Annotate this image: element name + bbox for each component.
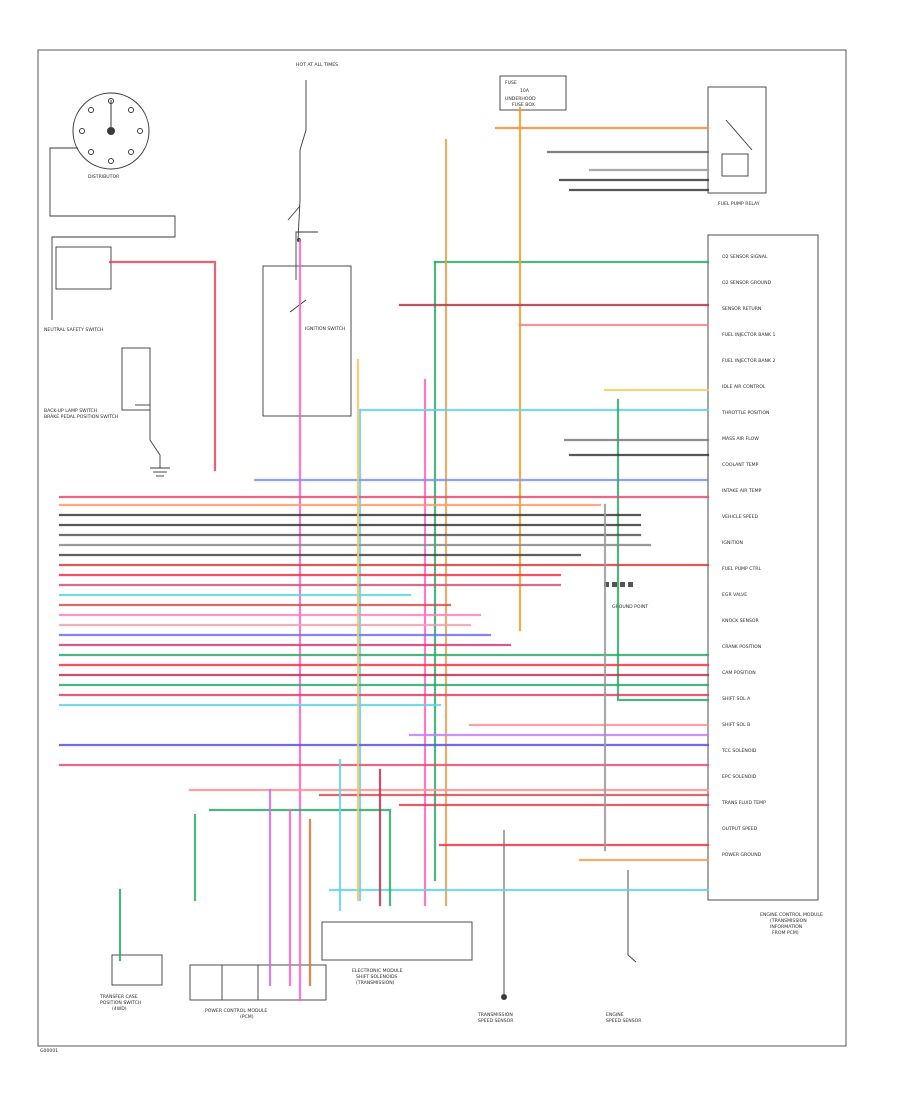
fuse-panel: FUSE 10A UNDERHOOD FUSE BOX: [499, 75, 567, 111]
power-control-module: POWER CONTROL MODULE (PCM): [189, 964, 327, 1020]
ground-point-label: GROUND POINT: [612, 604, 648, 610]
pcm-pin-label: IGNITION: [722, 540, 743, 546]
pcm-pin-label: COOLANT TEMP: [722, 462, 759, 468]
pcm-pin-label: CRANK POSITION: [722, 644, 761, 650]
left-label-backup: BACK-UP LAMP SWITCH: [44, 408, 97, 414]
left-sensor-block: NEUTRAL SAFETY SWITCH BACK-UP LAMP SWITC…: [44, 246, 170, 477]
pcm-label-1: ENGINE CONTROL MODULE: [760, 912, 823, 918]
pcm-pin-label: SHIFT SOL A: [722, 696, 751, 702]
pcm-pin-label: FUEL INJECTOR BANK 2: [722, 358, 775, 364]
pcm-pin-label: SHIFT SOL B: [722, 722, 750, 728]
pcm-pin-label: TCC SOLENOID: [721, 748, 757, 754]
pcm-pin-label: EGR VALVE: [722, 592, 747, 598]
ignition-switch-label: IGNITION SWITCH: [305, 326, 345, 332]
pcm-pin-label: THROTTLE POSITION: [721, 410, 769, 416]
pcm-pin-label: POWER GROUND: [722, 852, 762, 858]
pcm-pin-label: TRANS FLUID TEMP: [721, 800, 766, 806]
transmission-sensor: TRANSMISSION SPEED SENSOR: [477, 830, 514, 1024]
electronic-module-label-2: SHIFT SOLENOIDS: [356, 974, 397, 980]
pcm-pin-label: FUEL INJECTOR BANK 1: [722, 332, 775, 338]
engine-sensor-label-2: SPEED SENSOR: [606, 1018, 642, 1024]
wire-trace: [616, 398, 710, 702]
transfer-case: TRANSFER CASE POSITION SWITCH (4WD): [99, 954, 163, 1012]
pcm-pin-labels: O2 SENSOR SIGNAL O2 SENSOR GROUND SENSOR R…: [721, 254, 775, 858]
pcm-pin-label: KNOCK SENSOR: [722, 618, 760, 624]
transfer-case-label-3: (4WD): [112, 1006, 127, 1012]
transmission-sensor-label-2: SPEED SENSOR: [478, 1018, 514, 1024]
distributor-label: DISTRIBUTOR: [88, 174, 120, 180]
electronic-module: ELECTRONIC MODULE SHIFT SOLENOIDS (TRANS…: [321, 921, 473, 986]
pcm-label-2: (TRANSMISSION: [770, 918, 807, 924]
pcm-pin-label: FUEL PUMP CTRL: [722, 566, 761, 572]
fuse-panel-label-1: FUSE: [505, 80, 517, 86]
fuse-panel-label-2: 10A: [520, 88, 530, 94]
fuse-panel-label-4: FUSE BOX: [512, 102, 535, 108]
pcm-pin-label: O2 SENSOR SIGNAL: [722, 254, 768, 260]
diagram-frame: [37, 49, 847, 1047]
pcm-pin-label: IDLE AIR CONTROL: [722, 384, 766, 390]
pcm-pin-label: SENSOR RETURN: [722, 306, 761, 312]
pcm-pin-label: EPC SOLENOID: [722, 774, 757, 780]
distributor: DISTRIBUTOR: [72, 92, 150, 180]
pcm-pin-label: OUTPUT SPEED: [722, 826, 758, 832]
fuel-pump-relay: FUEL PUMP RELAY: [707, 86, 767, 207]
engine-sensor-label-1: ENGINE: [606, 1012, 624, 1018]
pcm-pin-label: INTAKE AIR TEMP: [722, 488, 762, 494]
ignition-switch: IGNITION SWITCH: [262, 205, 352, 417]
pcm-label-4: FROM PCM): [772, 930, 799, 936]
transfer-case-label-2: POSITION SWITCH: [100, 1000, 141, 1006]
left-label-brake: BRAKE PEDAL POSITION SWITCH: [44, 414, 118, 420]
pcm-pin-label: CAM POSITION: [722, 670, 756, 676]
fuse-panel-label-3: UNDERHOOD: [505, 96, 536, 102]
electronic-module-label-3: (TRANSMISSION): [356, 980, 395, 986]
ground-point: GROUND POINT: [604, 582, 648, 610]
fuse-hot-label: HOT AT ALL TIMES: [296, 62, 338, 68]
figure-id: G00001: [40, 1048, 58, 1054]
engine-sensor: ENGINE SPEED SENSOR: [606, 870, 642, 1024]
pcm-pin-label: MASS AIR FLOW: [722, 436, 759, 442]
wiring-traces: [58, 106, 710, 1002]
left-label-neutral: NEUTRAL SAFETY SWITCH: [44, 327, 103, 333]
fuel-pump-relay-label: FUEL PUMP RELAY: [718, 201, 760, 207]
pcm-label-3: INFORMATION: [770, 924, 802, 930]
pcm-pin-label: O2 SENSOR GROUND: [722, 280, 772, 286]
power-module-label-2: (PCM): [240, 1014, 254, 1020]
power-module-label-1: POWER CONTROL MODULE: [205, 1008, 267, 1014]
transmission-sensor-label-1: TRANSMISSION: [477, 1012, 513, 1018]
pcm-pin-label: VEHICLE SPEED: [722, 514, 758, 520]
wire-trace: [108, 260, 217, 472]
electronic-module-label-1: ELECTRONIC MODULE: [352, 968, 403, 974]
transfer-case-label-1: TRANSFER CASE: [99, 994, 138, 1000]
pcm-connector: ENGINE CONTROL MODULE (TRANSMISSION INFO…: [707, 234, 823, 936]
